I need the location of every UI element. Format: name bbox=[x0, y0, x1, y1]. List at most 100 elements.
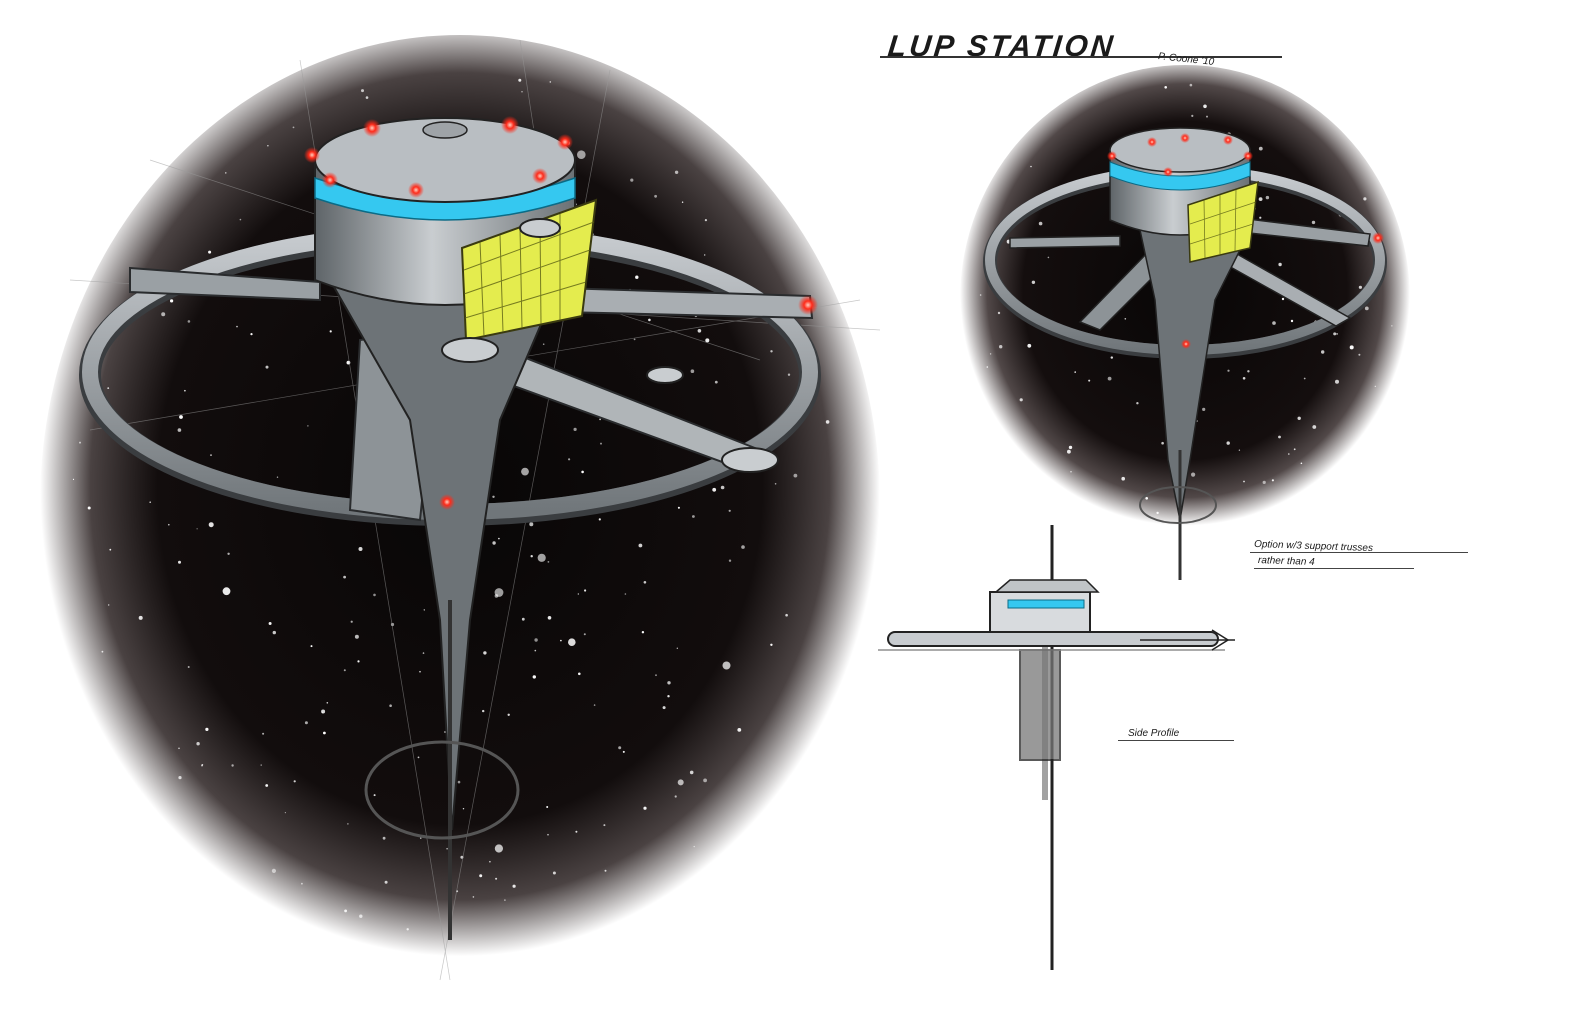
star bbox=[1107, 376, 1112, 381]
star bbox=[343, 669, 346, 672]
star bbox=[785, 613, 788, 617]
option-three-truss-view bbox=[960, 65, 1410, 580]
star bbox=[489, 860, 491, 863]
star bbox=[534, 649, 537, 652]
star bbox=[1374, 385, 1376, 387]
star bbox=[1258, 146, 1263, 151]
star bbox=[521, 617, 525, 621]
star bbox=[265, 784, 269, 787]
star bbox=[693, 845, 695, 848]
star bbox=[210, 454, 212, 456]
star bbox=[648, 318, 651, 322]
star bbox=[793, 473, 798, 478]
side-profile-view bbox=[878, 525, 1235, 970]
star bbox=[168, 523, 170, 526]
star bbox=[361, 89, 364, 93]
star bbox=[577, 150, 586, 159]
star bbox=[547, 833, 549, 836]
star bbox=[1271, 479, 1274, 482]
star bbox=[674, 170, 679, 174]
star bbox=[462, 808, 465, 810]
star bbox=[622, 750, 625, 753]
star bbox=[676, 647, 678, 649]
star bbox=[343, 575, 346, 579]
star bbox=[1067, 449, 1071, 454]
star bbox=[1288, 453, 1290, 455]
star bbox=[326, 702, 329, 704]
star bbox=[1300, 462, 1303, 465]
star bbox=[741, 545, 745, 549]
star bbox=[1333, 332, 1337, 336]
star bbox=[689, 770, 694, 775]
star bbox=[479, 874, 483, 878]
star bbox=[512, 884, 516, 888]
star bbox=[384, 880, 388, 884]
star bbox=[359, 914, 363, 918]
star bbox=[690, 369, 695, 374]
star bbox=[87, 506, 91, 510]
star bbox=[1290, 319, 1294, 323]
star bbox=[573, 427, 577, 431]
star bbox=[1293, 448, 1296, 451]
star bbox=[321, 709, 326, 714]
star bbox=[1019, 398, 1023, 402]
star bbox=[568, 458, 571, 461]
star bbox=[187, 666, 190, 668]
star bbox=[1335, 379, 1339, 384]
star bbox=[208, 250, 212, 254]
star bbox=[537, 553, 546, 562]
star bbox=[307, 425, 309, 427]
large-perspective-view bbox=[40, 35, 881, 981]
star bbox=[624, 593, 627, 595]
star bbox=[276, 476, 279, 478]
star bbox=[108, 604, 110, 606]
star bbox=[593, 704, 596, 706]
star bbox=[1031, 280, 1036, 284]
star bbox=[598, 518, 601, 521]
star bbox=[365, 96, 369, 99]
star bbox=[446, 847, 448, 850]
star bbox=[304, 721, 308, 725]
star bbox=[552, 871, 556, 875]
star bbox=[231, 764, 234, 767]
note-underline-1 bbox=[1250, 552, 1468, 553]
star bbox=[618, 746, 622, 750]
star bbox=[1145, 497, 1148, 500]
star bbox=[1189, 83, 1193, 87]
star bbox=[681, 201, 684, 203]
star bbox=[1262, 480, 1266, 484]
star bbox=[1259, 216, 1262, 219]
star bbox=[1311, 220, 1316, 225]
star bbox=[107, 387, 110, 389]
star bbox=[667, 681, 671, 685]
star bbox=[703, 778, 707, 783]
star bbox=[178, 776, 182, 780]
star bbox=[518, 78, 522, 82]
star bbox=[1124, 318, 1127, 320]
star bbox=[999, 345, 1003, 349]
star bbox=[643, 806, 647, 810]
star bbox=[262, 732, 265, 735]
star bbox=[986, 366, 989, 368]
star bbox=[1226, 441, 1230, 445]
star bbox=[1156, 511, 1159, 515]
note-underline-2 bbox=[1254, 568, 1414, 569]
star bbox=[638, 543, 643, 548]
star bbox=[179, 415, 183, 419]
star bbox=[787, 373, 791, 376]
star bbox=[205, 727, 209, 732]
star bbox=[507, 713, 510, 716]
star bbox=[344, 909, 347, 913]
star bbox=[72, 478, 75, 480]
star bbox=[406, 928, 409, 931]
star bbox=[260, 764, 262, 766]
star bbox=[712, 487, 717, 492]
star bbox=[1068, 445, 1073, 450]
star bbox=[184, 389, 186, 392]
star bbox=[1265, 195, 1270, 200]
star bbox=[630, 178, 634, 182]
star bbox=[1030, 165, 1032, 168]
star bbox=[1161, 441, 1164, 445]
star bbox=[1297, 416, 1301, 420]
